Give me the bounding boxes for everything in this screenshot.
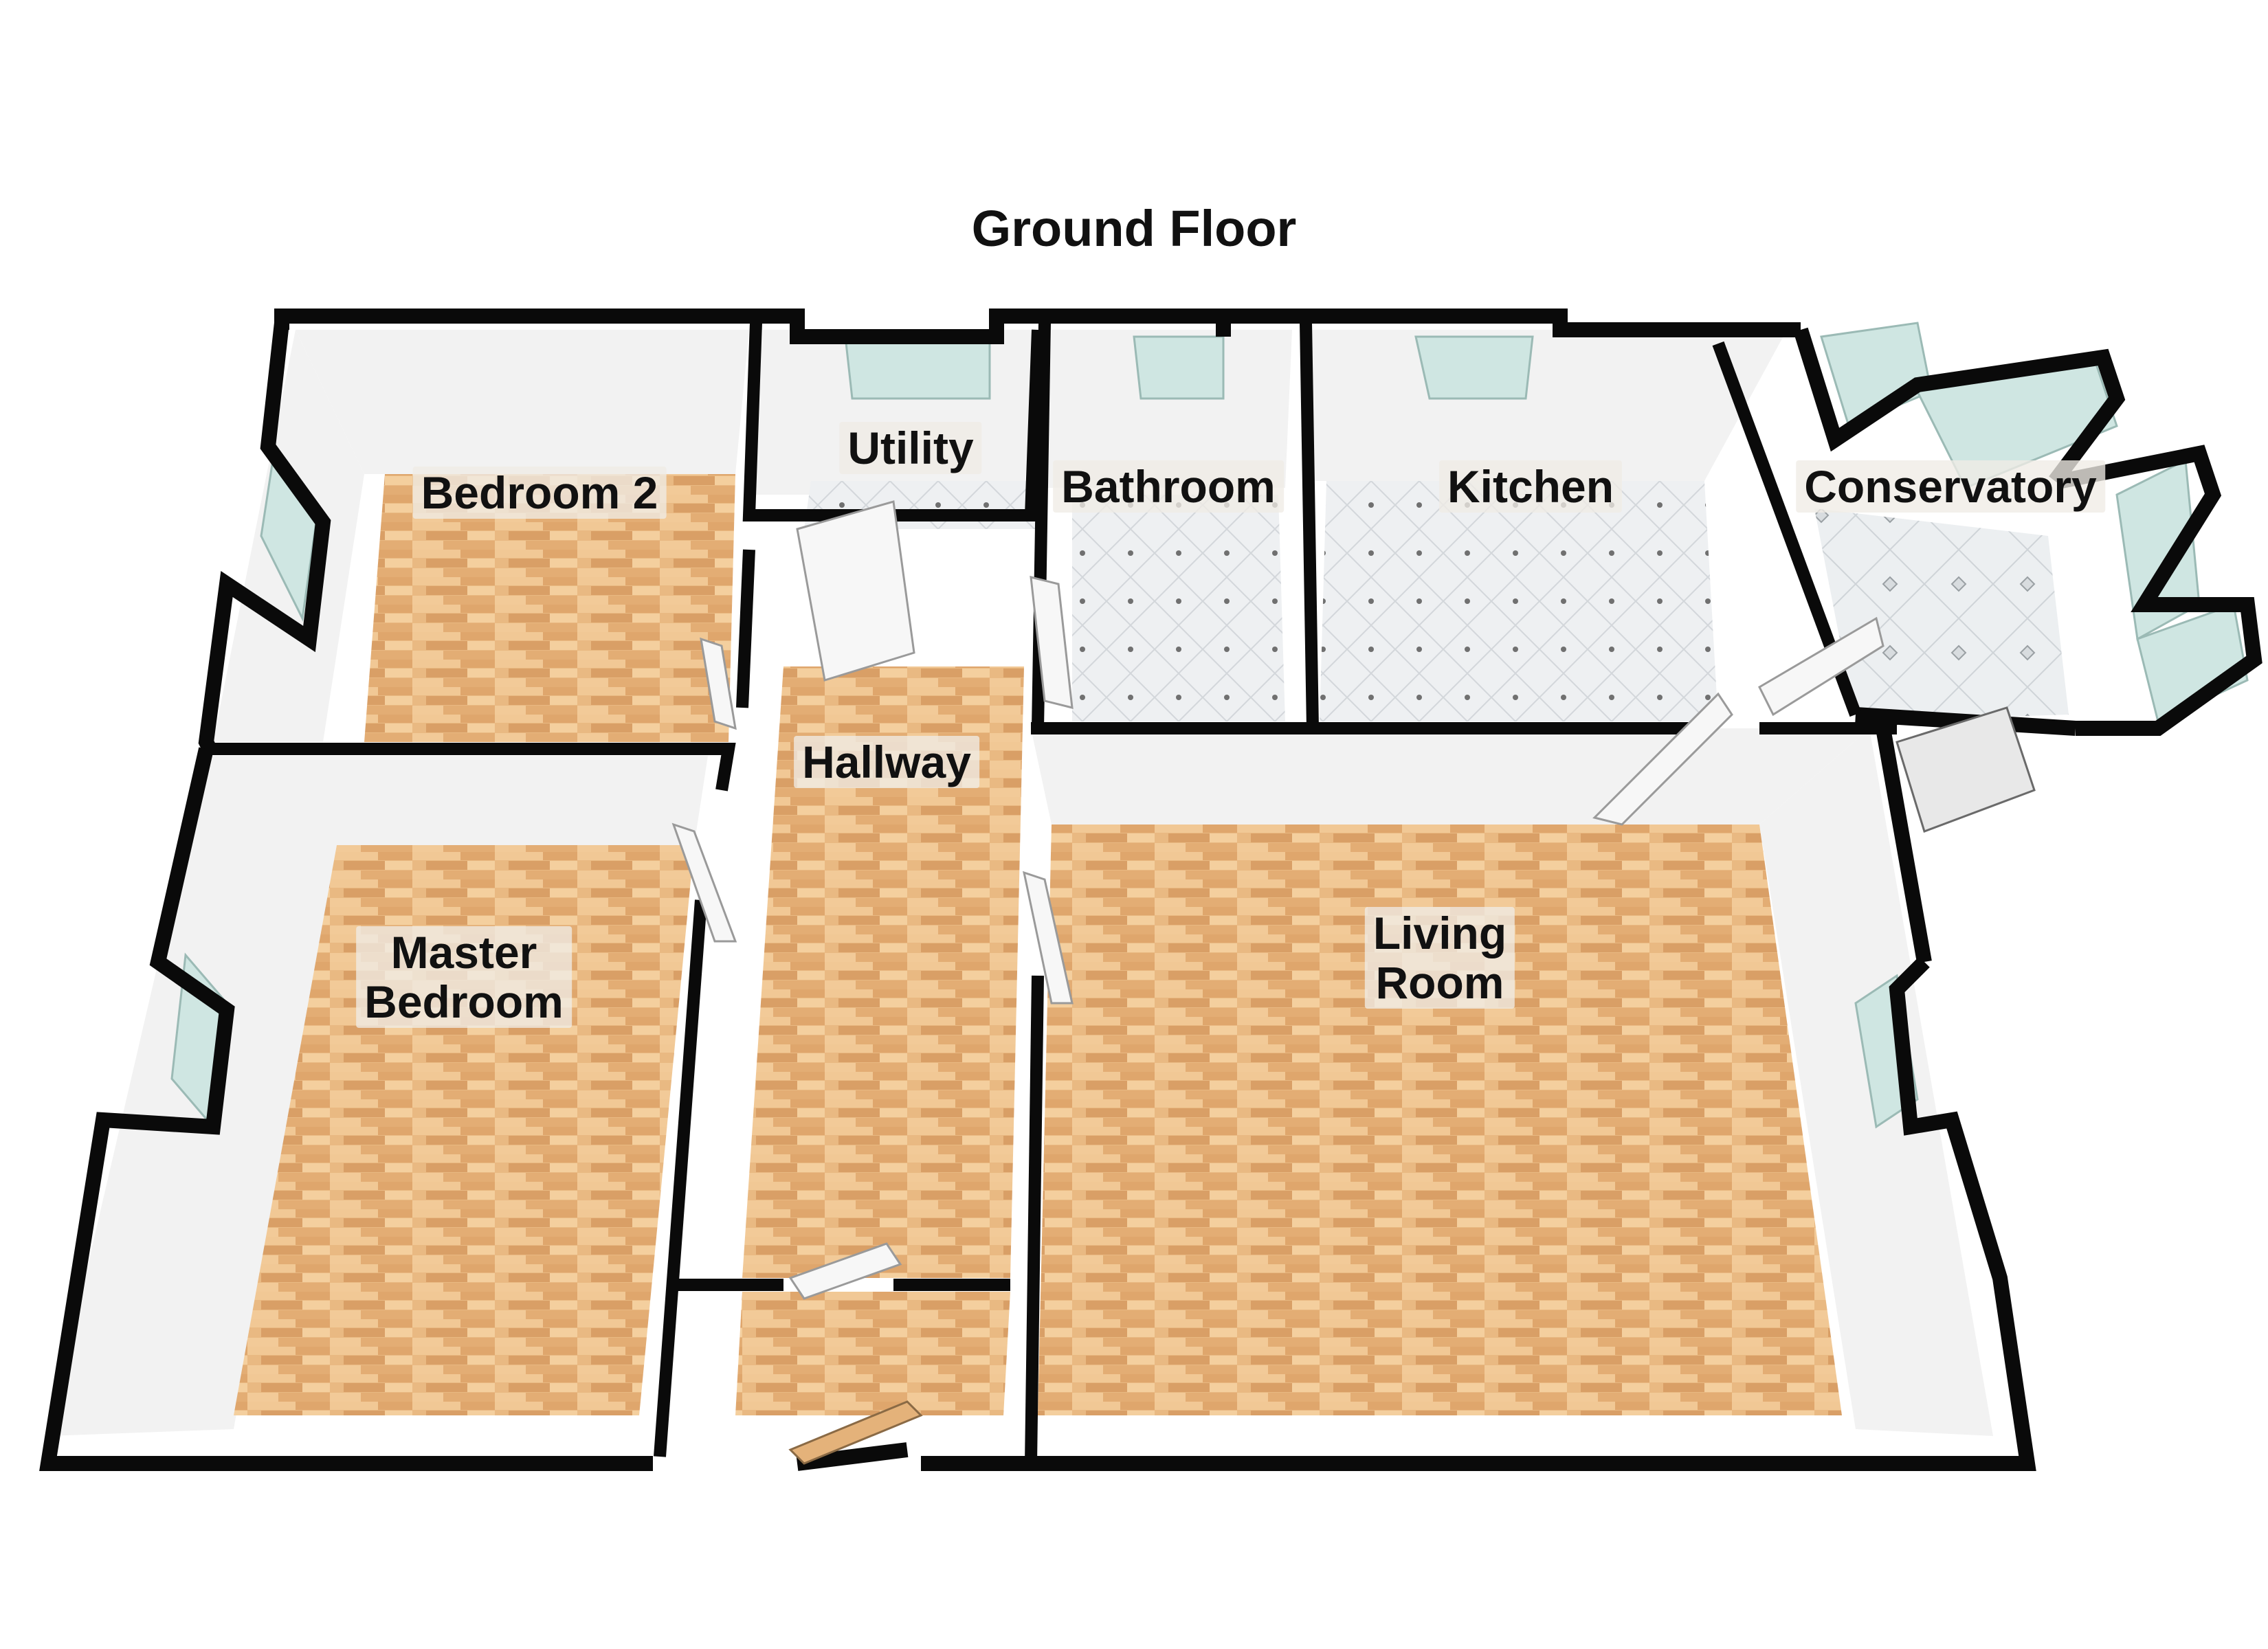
room-label-master-bedroom: Master Bedroom <box>356 926 572 1028</box>
room-label-utility: Utility <box>839 422 982 474</box>
room-label-line: Living <box>1372 908 1507 958</box>
bedroom-2-floor <box>364 474 735 742</box>
conservatory-floor <box>1814 508 2069 721</box>
conservatory-french-door <box>1895 706 2036 833</box>
room-label-line: Master <box>390 927 537 978</box>
hall-lobby-floor <box>735 1292 1010 1415</box>
floors <box>234 474 2069 1415</box>
hallway-floor <box>742 666 1024 1278</box>
room-label-living-room: Living Room <box>1364 907 1515 1009</box>
master-bedroom-floor <box>234 845 694 1415</box>
kitchen-floor <box>1320 481 1718 721</box>
outer-wall <box>274 309 1801 344</box>
room-label-line: Room <box>1375 957 1504 1008</box>
room-label-bedroom-2: Bedroom 2 <box>412 467 667 519</box>
walls <box>39 309 2263 1471</box>
page-title: Ground Floor <box>971 200 1297 257</box>
room-label-conservatory: Conservatory <box>1796 460 2105 513</box>
front-door <box>788 1400 923 1465</box>
room-label-kitchen: Kitchen <box>1438 460 1623 513</box>
windows <box>170 322 2249 1130</box>
doors <box>671 500 2036 1465</box>
living-room-floor <box>1038 824 1842 1415</box>
room-label-hallway: Hallway <box>794 736 979 788</box>
bathroom-floor <box>1072 495 1285 721</box>
room-label-line: Bedroom <box>364 976 564 1027</box>
room-label-bathroom: Bathroom <box>1053 460 1284 513</box>
utility-door <box>796 500 915 682</box>
